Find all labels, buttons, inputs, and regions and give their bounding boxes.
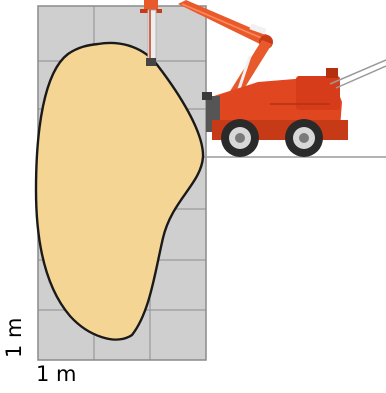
rear-wheel [285, 119, 323, 157]
elbow-cylinder [249, 23, 267, 35]
working-envelope-shape [34, 41, 205, 341]
engine-cover [296, 76, 340, 110]
platform-basket [144, 0, 158, 10]
engine-top [326, 68, 338, 78]
rear-rail [335, 65, 386, 89]
upper-boom-highlight [181, 3, 267, 41]
vertical-scale-label: 1 m [2, 317, 26, 359]
horizontal-scale-label: 1 m [36, 362, 77, 386]
front-wheel [221, 119, 259, 157]
front-console-top [202, 92, 212, 100]
articulated-boom-lift-icon [140, 0, 386, 157]
jib-mast [147, 9, 157, 61]
rear-rail [329, 59, 386, 85]
jib-pivot [146, 58, 156, 66]
